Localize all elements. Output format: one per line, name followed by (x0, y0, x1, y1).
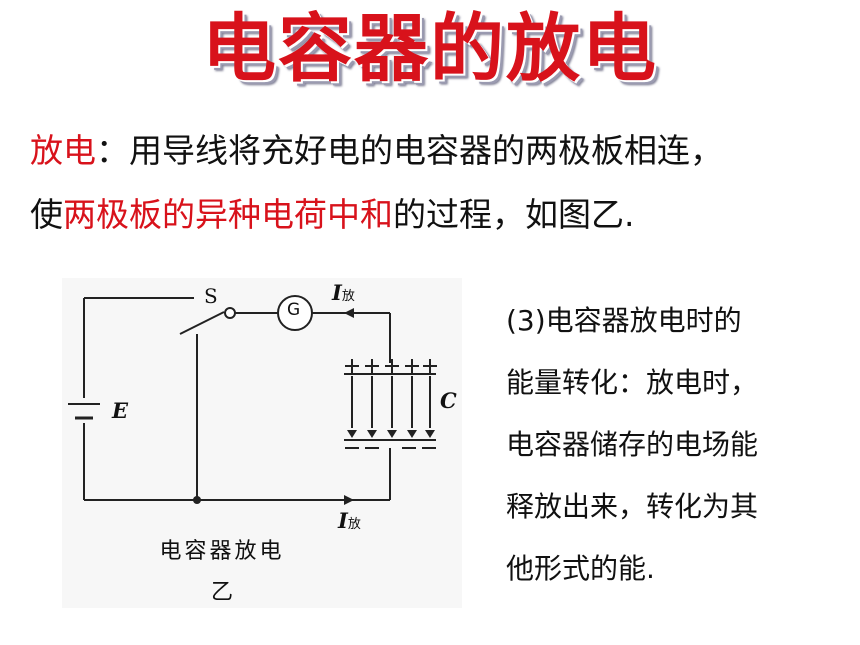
current-arrow-top (344, 308, 354, 318)
current-label-bottom: I放 (338, 508, 361, 533)
field-arrow-3 (387, 430, 397, 438)
explanation-line: 能量转化：放电时， (506, 366, 759, 399)
explanation-text: (3)电容器放电时的 能量转化：放电时， 电容器储存的电场能 释放出来，转化为其… (506, 290, 826, 600)
explanation-line: 他形式的能. (506, 552, 655, 585)
definition-term: 放电 (30, 131, 96, 170)
definition-text-2a: 使 (30, 195, 63, 234)
current-label-top: I放 (332, 280, 355, 305)
explanation-line: 释放出来，转化为其 (506, 490, 759, 523)
figure-caption-sub: 乙 (210, 580, 233, 605)
capacitor-label: C (440, 388, 457, 413)
galvanometer-label: G (287, 300, 301, 320)
switch-blade (179, 311, 225, 335)
definition-line-1: 放电：用导线将充好电的电容器的两极板相连， (30, 124, 723, 172)
switch-contact (224, 307, 236, 319)
page-title: 电容器的放电 (202, 6, 658, 92)
circuit-diagram (68, 295, 437, 505)
field-arrow-5 (425, 430, 435, 438)
definition-line-2: 使两极板的异种电荷中和的过程，如图乙. (30, 188, 635, 236)
definition-highlight: 两极板的异种电荷中和 (63, 195, 393, 234)
discharge-circuit-figure: S G I放 I放 E C 电容器放电 乙 (62, 278, 462, 608)
field-arrow-2 (367, 430, 377, 438)
junction-dot (193, 496, 201, 504)
figure-caption: 电容器放电 (159, 539, 285, 564)
explanation-line: (3)电容器放电时的 (506, 304, 742, 337)
field-arrow-4 (407, 430, 417, 438)
definition-text-1: ：用导线将充好电的电容器的两极板相连， (96, 131, 723, 170)
battery-label: E (112, 398, 129, 423)
definition-text-2b: 的过程，如图乙. (393, 195, 635, 234)
explanation-line: 电容器储存的电场能 (506, 428, 759, 461)
switch-label: S (204, 284, 218, 308)
field-arrow-1 (347, 430, 357, 438)
current-arrow-bottom (344, 495, 354, 505)
